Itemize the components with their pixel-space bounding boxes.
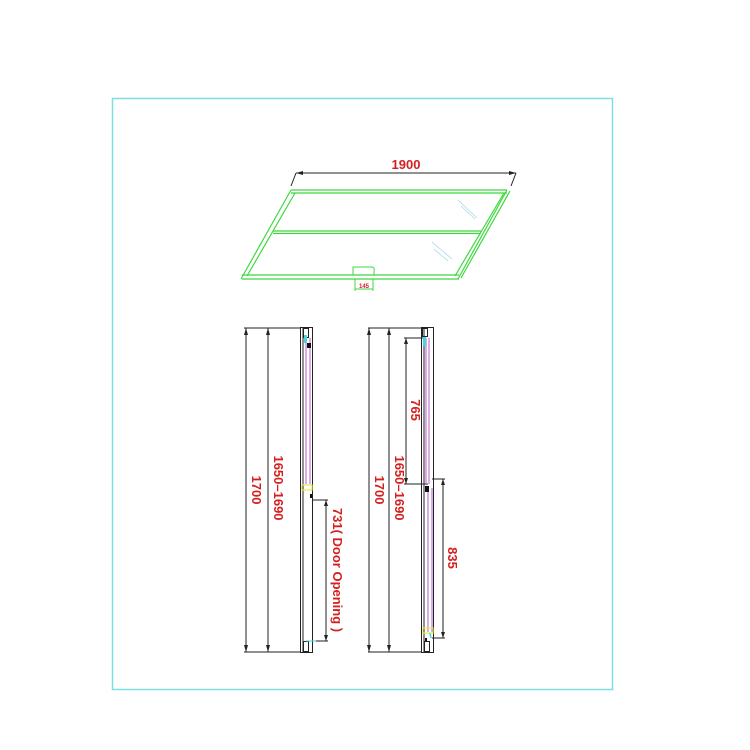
lower-panel-label: 835 [445, 547, 460, 569]
top-seal [304, 335, 307, 343]
door-handle [352, 266, 375, 291]
width-label: 1900 [392, 157, 421, 172]
bottom-guide [422, 627, 434, 634]
adjustable-height-label: 1650–1690 [392, 455, 407, 520]
door-opening-label: 731( Door Opening ) [330, 508, 345, 632]
left-elevation: 1700 1650–1690 [244, 327, 345, 653]
guide-block [310, 494, 312, 498]
top-view: 1900 [240, 157, 517, 291]
total-height-dimension [244, 328, 248, 652]
total-height-dimension [367, 328, 371, 652]
glass-panel [305, 338, 311, 484]
enclosure-frame [240, 189, 511, 280]
wall-profile [421, 327, 434, 653]
adjustable-height-dimension [266, 328, 270, 652]
top-seal [423, 337, 426, 346]
width-dimension: 1900 [290, 157, 517, 187]
bottom-seal [429, 632, 432, 639]
door-opening-dimension [312, 499, 328, 642]
total-height-label: 1700 [372, 476, 387, 505]
roller-icon [307, 343, 311, 348]
adjustable-height-label: 1650–1690 [271, 455, 286, 520]
lower-panel-dimension [432, 478, 445, 639]
total-height-label: 1700 [249, 476, 264, 505]
upper-panel-label: 765 [408, 399, 423, 421]
glass-panel [425, 338, 433, 632]
roller-icon [425, 486, 429, 492]
handle-width-label: 145 [359, 284, 370, 290]
adjustable-height-dimension [387, 328, 391, 652]
guide-block [425, 638, 427, 641]
right-elevation: 1700 1650–1690 765 [367, 327, 460, 653]
glass-reflection-icon [431, 199, 478, 262]
bottom-guide [301, 484, 313, 491]
drawing-frame [111, 97, 614, 691]
